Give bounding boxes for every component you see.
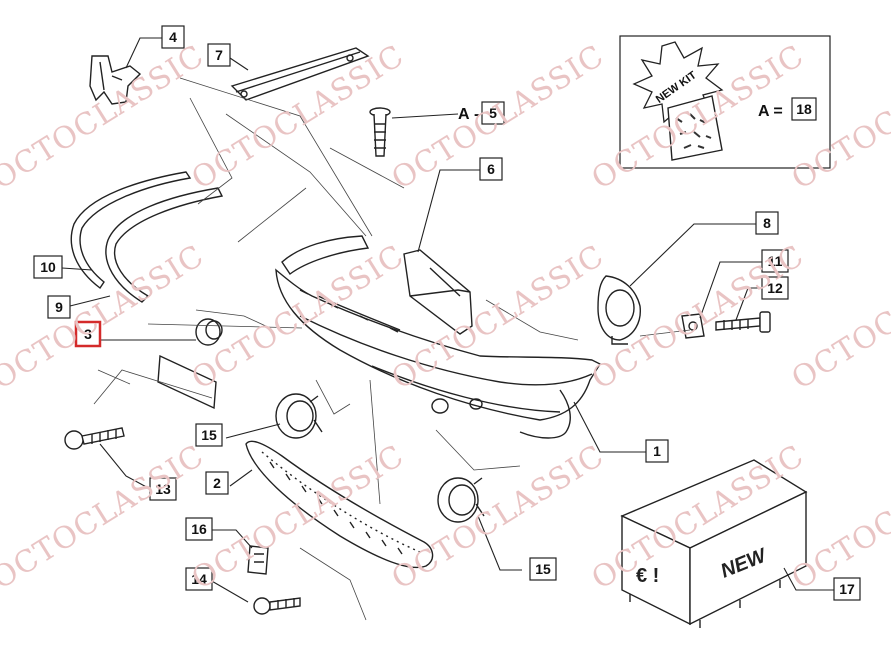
part-15-fog-light-left bbox=[275, 393, 323, 439]
svg-text:10: 10 bbox=[40, 259, 56, 275]
svg-text:3: 3 bbox=[84, 326, 92, 342]
svg-text:15: 15 bbox=[201, 427, 217, 443]
svg-text:1: 1 bbox=[653, 443, 661, 459]
exploded-guide-lines bbox=[93, 77, 691, 621]
callout-15-left: 15 bbox=[195, 423, 223, 447]
svg-text:6: 6 bbox=[487, 161, 495, 177]
part-17-shipping-crate: NEW € ! bbox=[620, 459, 808, 628]
svg-text:16: 16 bbox=[191, 521, 207, 537]
leader-lines bbox=[61, 37, 834, 603]
part-13-screw bbox=[64, 427, 125, 450]
svg-text:13: 13 bbox=[155, 481, 171, 497]
watermark-13: OCTOCLASSIC bbox=[386, 438, 611, 596]
kit-bag-icon bbox=[667, 95, 723, 161]
svg-text:7: 7 bbox=[215, 47, 223, 63]
svg-text:17: 17 bbox=[839, 581, 855, 597]
callout-6: 6 bbox=[479, 157, 503, 181]
watermark-11: OCTOCLASSIC bbox=[0, 438, 210, 596]
svg-text:4: 4 bbox=[169, 29, 177, 45]
callout-7: 7 bbox=[207, 43, 231, 67]
svg-text:9: 9 bbox=[55, 299, 63, 315]
part-9-side-trim bbox=[105, 187, 224, 303]
callout-2: 2 bbox=[205, 471, 229, 495]
callout-4: 4 bbox=[161, 25, 185, 49]
callout-5: 5 bbox=[481, 101, 505, 125]
callout-16: 16 bbox=[185, 517, 213, 541]
svg-text:11: 11 bbox=[768, 253, 783, 269]
svg-text:15: 15 bbox=[535, 561, 551, 577]
callout-8: 8 bbox=[755, 211, 779, 235]
part-10-side-trim bbox=[70, 171, 192, 290]
part-16-clip bbox=[247, 545, 269, 575]
part-5-clip-screw bbox=[369, 107, 391, 157]
part-8-fog-bezel bbox=[597, 275, 641, 345]
callout-1: 1 bbox=[645, 439, 669, 463]
svg-text:5: 5 bbox=[489, 105, 497, 121]
part-2-grille bbox=[245, 440, 434, 569]
svg-text:14: 14 bbox=[191, 571, 207, 587]
callout-15-right: 15 bbox=[529, 557, 557, 581]
a-ref-label: A bbox=[458, 106, 470, 123]
callout-13: 13 bbox=[149, 477, 177, 501]
callout-3-highlighted: 3 bbox=[74, 320, 102, 348]
callout-9: 9 bbox=[47, 295, 71, 319]
callout-11: 11 bbox=[761, 249, 789, 273]
part-6-absorber bbox=[403, 249, 473, 335]
svg-text:18: 18 bbox=[796, 101, 812, 117]
svg-text:2: 2 bbox=[213, 475, 221, 491]
a-ref-dash: - bbox=[474, 106, 479, 123]
callout-18: 18 bbox=[791, 97, 817, 121]
crate-euro-text: € ! bbox=[636, 565, 659, 587]
kit-equals-label: A = bbox=[758, 103, 783, 120]
svg-text:12: 12 bbox=[767, 280, 783, 296]
part-1-front-bumper bbox=[275, 235, 602, 439]
callout-14: 14 bbox=[185, 567, 213, 591]
callout-17: 17 bbox=[833, 577, 861, 601]
part-14-screw bbox=[253, 597, 301, 615]
part-3-cap bbox=[195, 318, 223, 346]
part-12-screw bbox=[715, 311, 771, 333]
part-4-clip bbox=[89, 55, 142, 105]
part-7-bracket bbox=[230, 47, 370, 101]
callout-10: 10 bbox=[33, 255, 63, 279]
kit-inset-frame bbox=[619, 35, 831, 169]
part-15-fog-light-right bbox=[437, 477, 485, 523]
svg-text:8: 8 bbox=[763, 215, 771, 231]
callout-12: 12 bbox=[761, 276, 789, 300]
